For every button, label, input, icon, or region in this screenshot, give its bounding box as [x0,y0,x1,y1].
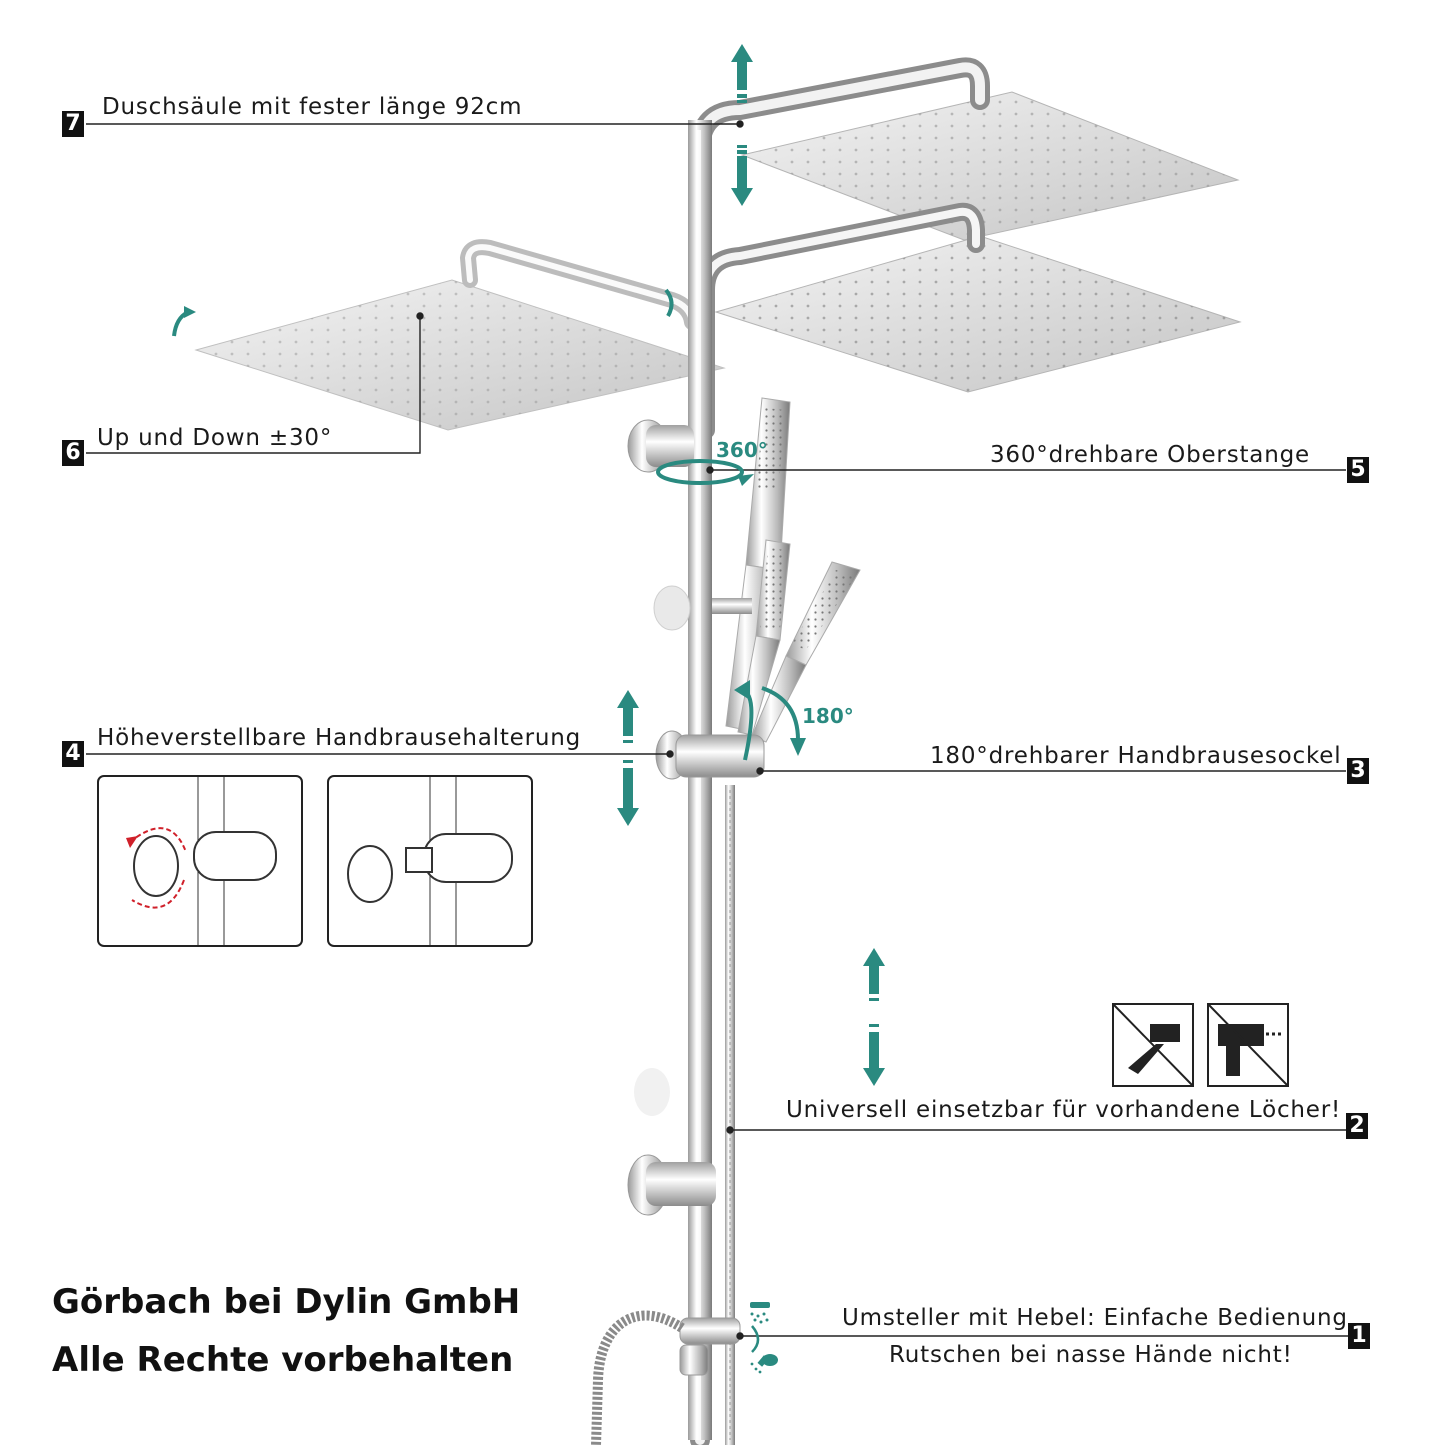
shower-pipe [688,120,735,1445]
no-drill-icon [1207,1003,1289,1087]
callout-label-5: 360°drehbare Oberstange [990,442,1310,468]
callout-label-3: 180°drehbarer Handbrausesockel [930,743,1342,769]
callout-label-4: Höheverstellbare Handbrausehalterung [97,725,582,751]
callout-lines [86,120,1348,1340]
callout-label-2: Universell einsetzbar für vorhandene Löc… [786,1097,1341,1123]
rotation-label-180: 180° [802,704,854,728]
shower-head-mid-right [714,235,1242,393]
shower-head-top-right [740,91,1240,241]
detail-box-rotate [97,775,303,947]
callout-label-6: Up und Down ±30° [97,425,333,451]
arrow-up-down-icon-mount [863,948,885,1086]
no-hammer-icon [1112,1003,1194,1087]
copyright-notice: Alle Rechte vorbehalten [52,1340,514,1380]
callout-number-2: 2 [1346,1113,1368,1139]
wall-brackets [627,419,716,1216]
callout-number-7: 7 [62,111,84,137]
hand-showers [712,397,861,743]
rotate-arrows [172,288,800,761]
diverter [591,1310,741,1445]
callout-number-5: 5 [1347,457,1369,483]
shower-mode-icon [750,1302,770,1324]
callout-label-1: Umsteller mit Hebel: Einfache Bedienung [842,1305,1348,1331]
rotation-label-360: 360° [716,438,768,462]
callout-number-6: 6 [62,440,84,466]
arrow-up-down-icon-holder [617,690,639,826]
shower-head-left [194,279,726,431]
arrow-up-down-icon-top [731,44,753,206]
hand-shower-mode-icon [750,1354,778,1374]
brand-name: Görbach bei Dylin GmbH [52,1282,521,1322]
callout-number-1: 1 [1348,1323,1370,1349]
callout-label-1-line2: Rutschen bei nasse Hände nicht! [889,1342,1293,1368]
detail-box-detach [327,775,533,947]
callout-number-4: 4 [62,741,84,767]
callout-number-3: 3 [1347,758,1369,784]
callout-label-7: Duschsäule mit fester länge 92cm [102,94,523,120]
arrows [617,44,885,1086]
